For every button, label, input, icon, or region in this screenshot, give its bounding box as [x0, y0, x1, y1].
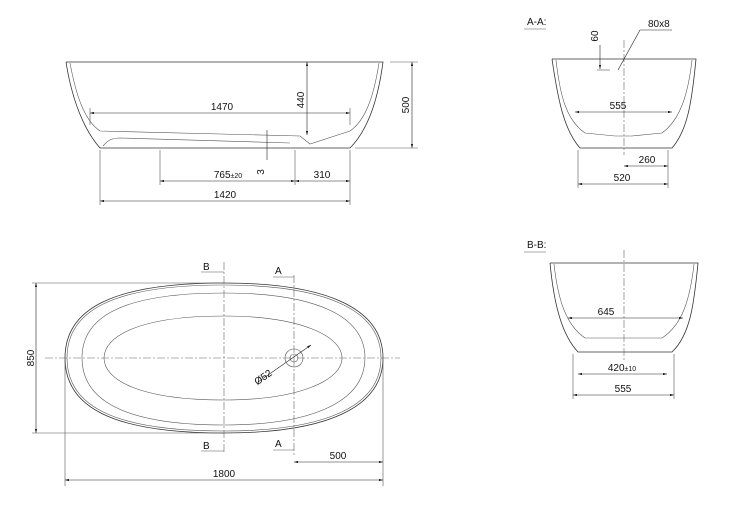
dim-inner-width-a: 555 [610, 101, 627, 112]
section-b-label: B-B: [527, 240, 546, 251]
dim-inner-depth: 440 [296, 91, 307, 108]
top-view: Ø52 B B A A 850 500 1800 [26, 262, 400, 486]
dim-base-length: 1420 [214, 190, 237, 201]
dim-inner-length: 1470 [211, 102, 234, 113]
dim-drain-to-end: 310 [314, 170, 331, 181]
dim-overflow-depth: 60 [590, 30, 601, 42]
drain [284, 348, 304, 368]
dim-half-base: 260 [639, 155, 656, 166]
section-a-label: A-A: [527, 17, 546, 28]
section-marker-b-bottom: B [203, 441, 210, 452]
section-marker-a-bottom: A [275, 439, 282, 450]
dim-total-height: 500 [401, 96, 412, 113]
side-view: 1470 440 500 3 765±20 310 1420 [65, 61, 418, 205]
dim-inner-width-b: 645 [598, 307, 615, 318]
dim-base-width-b: 555 [615, 384, 632, 395]
section-a-a: A-A: 80x8 60 555 260 520 [524, 17, 697, 188]
dim-base-width-a: 520 [614, 173, 631, 184]
side-outline [65, 61, 384, 149]
section-b-b: B-B: 645 420±10 555 [524, 240, 699, 399]
dim-width: 850 [26, 349, 37, 366]
section-marker-a-top: A [275, 266, 282, 277]
dim-drain-from-end: 500 [330, 451, 347, 462]
dim-overflow: 80x8 [648, 19, 670, 30]
dim-slope: 3 [256, 169, 267, 175]
dim-length: 1800 [213, 469, 236, 480]
dim-drain-diameter: Ø52 [253, 368, 275, 388]
dim-drain-offset: 765±20 [214, 170, 242, 181]
dim-feet-spacing: 420±10 [608, 363, 636, 374]
section-marker-b-top: B [203, 262, 210, 273]
